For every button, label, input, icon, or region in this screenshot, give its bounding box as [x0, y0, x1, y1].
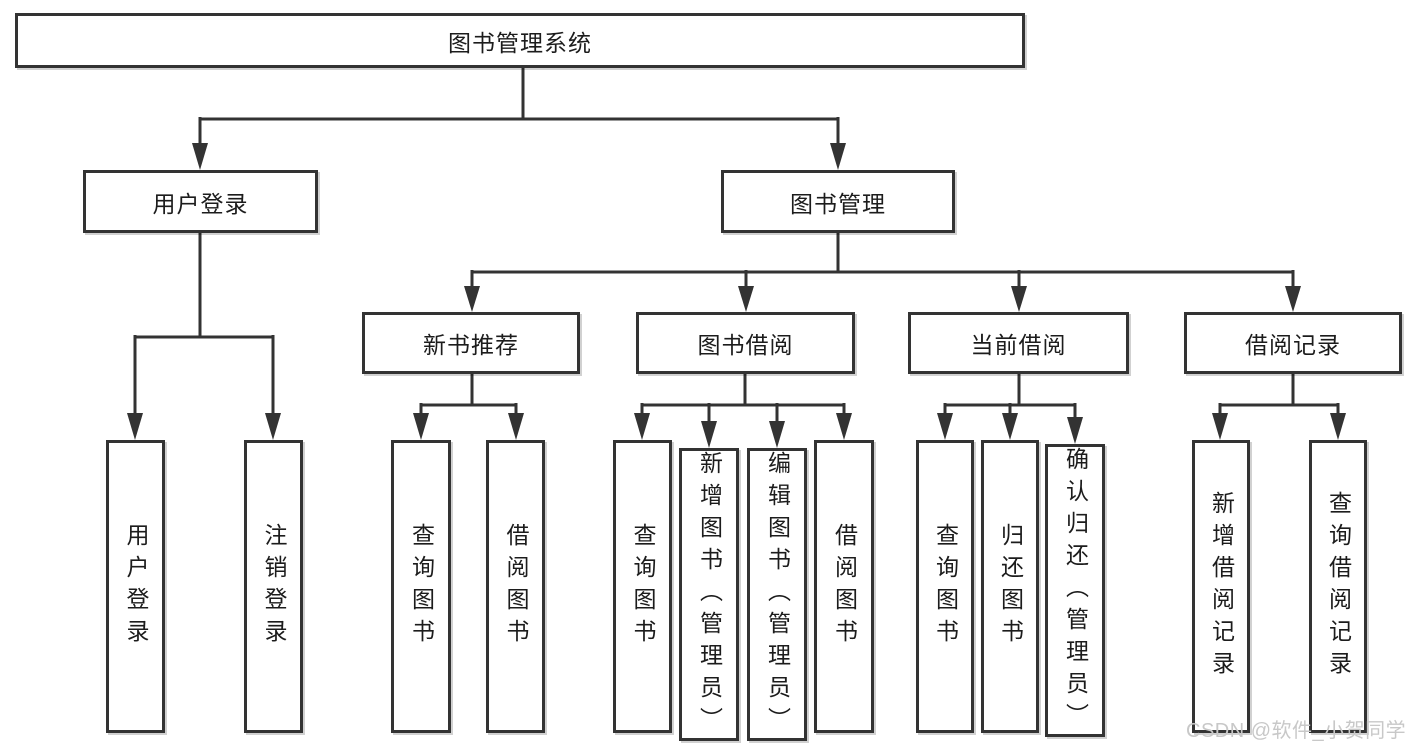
arrow-down-icon [830, 143, 846, 170]
leaf-label: 借阅图书 [831, 522, 858, 651]
leaf-label: 编辑图书（管理员） [764, 450, 791, 739]
leaf-query-borrow-record: 查询借阅记录 [1309, 440, 1367, 733]
node-book-management: 图书管理 [721, 170, 955, 233]
leaf-add-books-admin: 新增图书（管理员） [679, 448, 739, 741]
leaf-label: 查询借阅记录 [1325, 490, 1352, 683]
leaf-label: 查询图书 [408, 522, 435, 651]
node-current-borrow: 当前借阅 [908, 312, 1129, 374]
arrow-down-icon [1212, 413, 1228, 440]
leaf-label: 注销登录 [261, 522, 287, 651]
leaf-label: 用户登录 [123, 522, 149, 651]
leaf-borrow-books: 借阅图书 [814, 440, 874, 733]
leaf-label: 确认归还（管理员） [1062, 446, 1089, 735]
leaf-query-books: 查询图书 [916, 440, 974, 733]
arrow-down-icon [265, 413, 281, 440]
arrow-down-icon [413, 413, 429, 440]
arrow-down-icon [1285, 286, 1301, 312]
leaf-label: 查询图书 [932, 522, 959, 651]
node-user-login: 用户登录 [83, 170, 318, 233]
leaf-label: 归还图书 [997, 522, 1024, 651]
leaf-borrow-books: 借阅图书 [486, 440, 545, 733]
leaf-label: 查询图书 [630, 522, 656, 651]
leaf-user-login: 用户登录 [106, 440, 165, 733]
leaf-label: 借阅图书 [503, 522, 529, 651]
leaf-return-books: 归还图书 [981, 440, 1039, 733]
leaf-label: 新增借阅记录 [1208, 490, 1235, 683]
arrow-down-icon [1002, 413, 1018, 440]
arrow-down-icon [1067, 417, 1083, 444]
arrow-down-icon [836, 413, 852, 440]
arrow-down-icon [508, 413, 524, 440]
node-book-borrow: 图书借阅 [636, 312, 855, 374]
leaf-query-books: 查询图书 [613, 440, 672, 733]
arrow-down-icon [1330, 413, 1346, 440]
node-borrow-records: 借阅记录 [1184, 312, 1402, 374]
arrow-down-icon [701, 421, 717, 448]
arrow-down-icon [192, 143, 208, 170]
leaf-logout: 注销登录 [244, 440, 303, 733]
arrow-down-icon [464, 286, 480, 312]
node-library-system: 图书管理系统 [15, 13, 1025, 68]
leaf-label: 新增图书（管理员） [696, 450, 723, 739]
arrow-down-icon [127, 413, 143, 440]
leaf-query-books: 查询图书 [391, 440, 451, 733]
node-new-book-recommend: 新书推荐 [362, 312, 580, 374]
arrow-down-icon [634, 413, 650, 440]
csdn-watermark: CSDN @软件_小贺同学 [1186, 720, 1405, 742]
leaf-add-borrow-record: 新增借阅记录 [1192, 440, 1250, 733]
leaf-confirm-return-admin: 确认归还（管理员） [1045, 444, 1105, 737]
arrow-down-icon [738, 286, 754, 312]
arrow-down-icon [769, 421, 785, 448]
arrow-down-icon [937, 413, 953, 440]
leaf-edit-books-admin: 编辑图书（管理员） [747, 448, 807, 741]
arrow-down-icon [1011, 286, 1027, 312]
